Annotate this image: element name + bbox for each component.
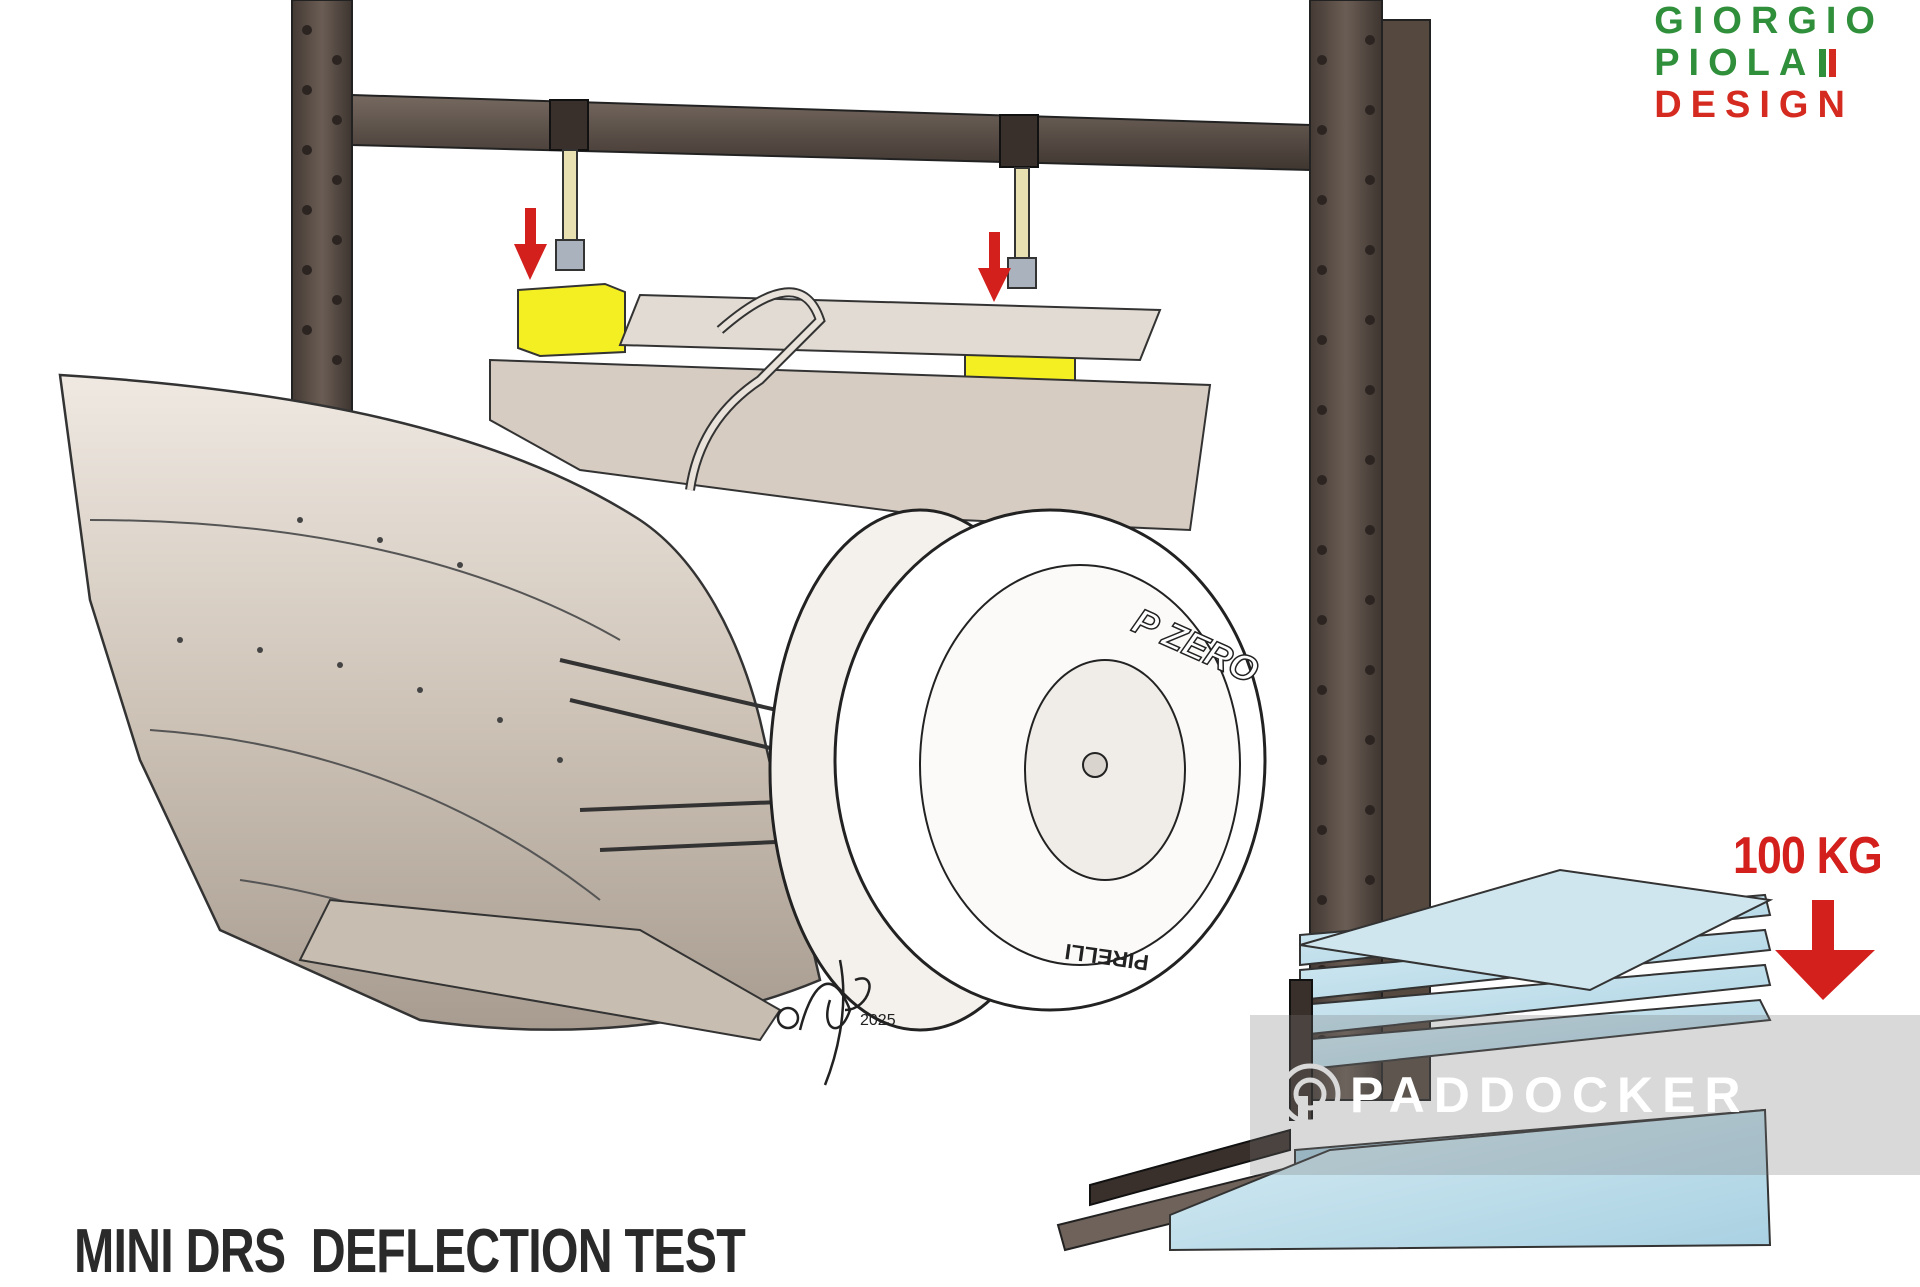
watermark-band — [1250, 1015, 1920, 1175]
floor-diffuser — [298, 898, 782, 1042]
logo-line-2: PIOLA — [1654, 42, 1884, 84]
load-arrow-large — [1775, 900, 1875, 1000]
svg-text:2025: 2025 — [860, 1012, 896, 1029]
rear-wing — [489, 287, 1212, 532]
page-title: MINI DRS DEFLECTION TEST — [74, 1217, 746, 1286]
crossbeam — [351, 93, 1311, 172]
car-bodywork — [58, 373, 822, 1031]
weight-plate-stack — [1056, 868, 1774, 1252]
left-rig-post — [291, 0, 353, 421]
test-rig-frame — [291, 0, 1431, 1101]
flag-green-icon — [1819, 49, 1827, 77]
artist-signature: 2025 — [776, 959, 896, 1086]
logo-line-2-text: PIOLA — [1654, 42, 1816, 84]
weight-plate-top — [1299, 868, 1774, 992]
paddocker-logo-icon — [1279, 1063, 1341, 1125]
flag-red-icon — [1829, 49, 1837, 77]
watermark-text: PADDOCKER — [1350, 1067, 1750, 1123]
load-weight-label: 100 KG — [1733, 827, 1883, 885]
load-arrows-small — [514, 208, 1011, 302]
logo-line-1: GIORGIO — [1654, 0, 1884, 42]
wheel-nut — [1082, 752, 1108, 778]
rear-tyre: P ZERO PIRELLI — [768, 508, 1267, 1032]
load-pad-left — [517, 282, 626, 358]
brand-logo: GIORGIO PIOLA DESIGN — [1654, 0, 1884, 126]
logo-line-3: DESIGN — [1654, 84, 1854, 126]
